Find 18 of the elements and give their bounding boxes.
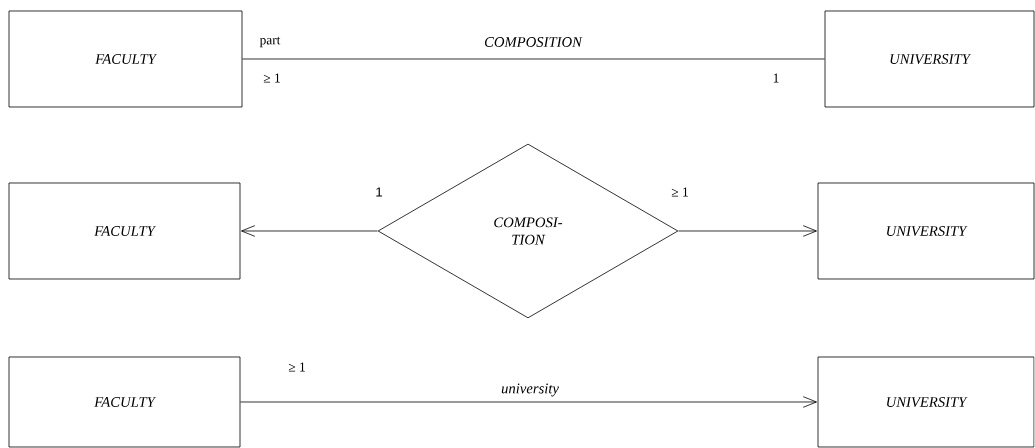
connector-line [242,58,825,60]
arrow [241,225,378,237]
arrow [678,225,817,237]
arrow [240,396,817,408]
multiplicity-label: ≥ 1 [288,362,305,372]
entity-box: UNIVERSITY [817,182,1035,280]
entity-box: FACULTY [8,10,243,108]
multiplicity-label: 1 [773,73,779,83]
edge-label: university [501,383,559,397]
entity-box: FACULTY [8,356,241,448]
entity-box: FACULTY [8,182,241,280]
entity-box: UNIVERSITY [824,10,1035,108]
entity-box: UNIVERSITY [817,356,1035,448]
multiplicity-label: 1 [376,187,383,197]
edge-label: COMPOSITION [484,37,583,47]
multiplicity-label: part [259,36,281,48]
multiplicity-label: ≥ 1 [671,187,688,197]
multiplicity-label: ≥ 1 [263,73,280,83]
